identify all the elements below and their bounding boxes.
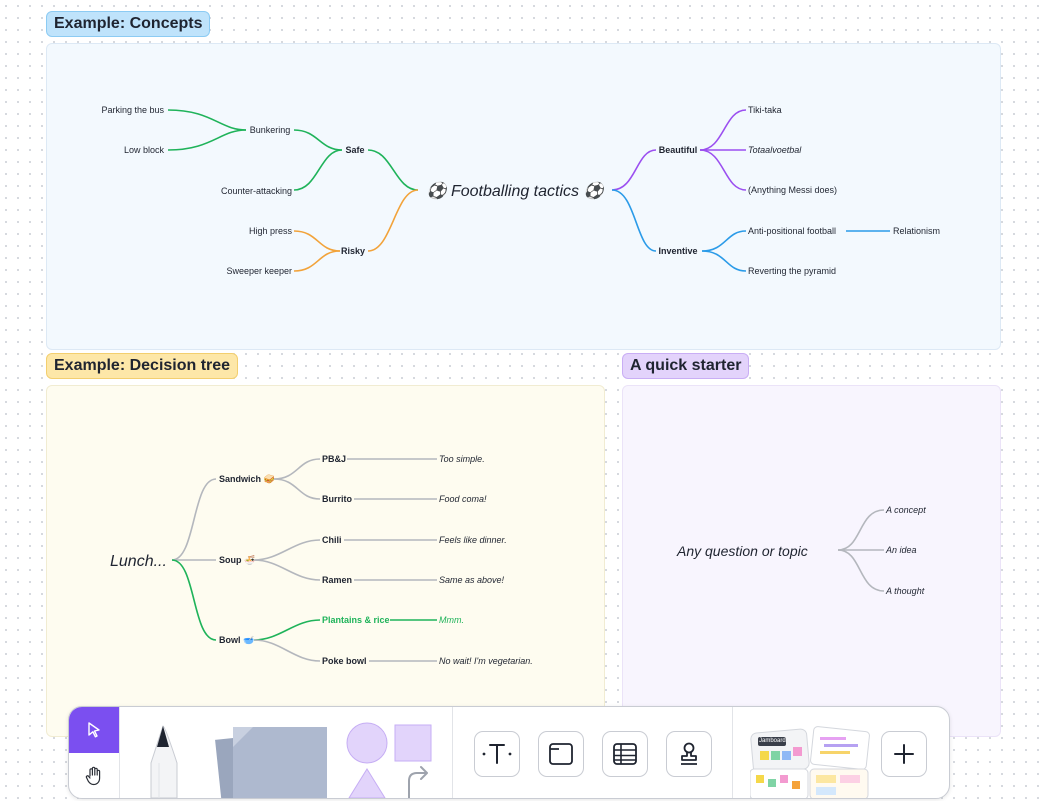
frame-tool-button[interactable] — [538, 731, 584, 777]
add-icon — [894, 744, 914, 764]
bottom-toolbar: Jamboard — [68, 706, 950, 799]
toolbar-divider — [732, 707, 733, 798]
node-beautiful[interactable]: Beautiful — [659, 145, 698, 155]
node-safe[interactable]: Safe — [345, 145, 364, 155]
templates-icon — [749, 726, 870, 798]
table-icon — [613, 743, 637, 765]
templates-button[interactable]: Jamboard — [749, 725, 872, 798]
node-reverting-the-pyramid[interactable]: Reverting the pyramid — [748, 266, 836, 276]
note-too-simple[interactable]: Too simple. — [439, 454, 485, 464]
shapes-tool-button[interactable] — [341, 721, 441, 798]
node-bowl[interactable]: Bowl 🥣 — [219, 635, 254, 645]
stamp-tool-button[interactable] — [666, 731, 712, 777]
note-no-wait-vegetarian[interactable]: No wait! I'm vegetarian. — [439, 656, 533, 666]
root-footballing-tactics[interactable]: ⚽ Footballing tactics ⚽ — [425, 181, 607, 200]
sticky-note-tool-button[interactable] — [209, 723, 329, 798]
select-tool-button[interactable] — [69, 707, 119, 753]
pan-tool-button[interactable] — [69, 753, 119, 798]
shapes-icon — [346, 722, 432, 798]
node-bunkering[interactable]: Bunkering — [250, 125, 291, 135]
stamp-icon — [681, 742, 697, 765]
hand-icon — [85, 766, 101, 785]
node-tiki-taka[interactable]: Tiki-taka — [748, 105, 782, 115]
node-ramen[interactable]: Ramen — [322, 575, 352, 585]
section-label-concepts[interactable]: Example: Concepts — [46, 11, 211, 37]
add-button[interactable] — [881, 731, 927, 777]
node-parking-the-bus[interactable]: Parking the bus — [101, 105, 164, 115]
text-tool-button[interactable] — [474, 731, 520, 777]
section-label-decision-tree[interactable]: Example: Decision tree — [46, 353, 239, 379]
node-pbj[interactable]: PB&J — [322, 454, 346, 464]
sticky-note-icon — [215, 727, 327, 798]
note-same-as-above[interactable]: Same as above! — [439, 575, 505, 585]
concepts-panel[interactable] — [46, 43, 1001, 350]
text-icon — [482, 744, 512, 764]
node-low-block[interactable]: Low block — [124, 145, 165, 155]
toolbar-divider — [452, 707, 453, 798]
node-relationism[interactable]: Relationism — [893, 226, 940, 236]
note-food-coma[interactable]: Food coma! — [439, 494, 487, 504]
node-totaalvoetbal[interactable]: Totaalvoetbal — [748, 145, 802, 155]
node-a-concept[interactable]: A concept — [885, 505, 926, 515]
note-mmm[interactable]: Mmm. — [439, 615, 464, 625]
node-an-idea[interactable]: An idea — [885, 545, 917, 555]
node-anything-messi-does[interactable]: (Anything Messi does) — [748, 185, 837, 195]
node-sweeper-keeper[interactable]: Sweeper keeper — [226, 266, 292, 276]
pen-icon — [150, 725, 178, 798]
node-inventive[interactable]: Inventive — [658, 246, 697, 256]
node-soup[interactable]: Soup 🍜 — [219, 555, 255, 565]
node-risky[interactable]: Risky — [341, 246, 365, 256]
node-burrito[interactable]: Burrito — [322, 494, 352, 504]
node-anti-positional-football[interactable]: Anti-positional football — [748, 226, 836, 236]
frame-icon — [549, 743, 573, 765]
pen-tool-button[interactable] — [139, 721, 189, 798]
node-sandwich[interactable]: Sandwich 🥪 — [219, 474, 275, 484]
table-tool-button[interactable] — [602, 731, 648, 777]
decision-tree-panel[interactable] — [46, 385, 605, 737]
select-icon — [88, 722, 100, 738]
node-high-press[interactable]: High press — [249, 226, 293, 236]
node-a-thought[interactable]: A thought — [885, 586, 925, 596]
note-feels-like-dinner[interactable]: Feels like dinner. — [439, 535, 507, 545]
node-chili[interactable]: Chili — [322, 535, 342, 545]
node-plantains-rice[interactable]: Plantains & rice — [322, 615, 390, 625]
section-label-quick-starter[interactable]: A quick starter — [622, 353, 750, 379]
root-any-question-or-topic[interactable]: Any question or topic — [676, 543, 808, 559]
node-poke-bowl[interactable]: Poke bowl — [322, 656, 367, 666]
node-counter-attacking[interactable]: Counter-attacking — [221, 186, 292, 196]
template-badge: Jamboard — [759, 738, 786, 744]
root-lunch[interactable]: Lunch... — [110, 553, 167, 570]
pointer-tool-group — [69, 707, 120, 798]
